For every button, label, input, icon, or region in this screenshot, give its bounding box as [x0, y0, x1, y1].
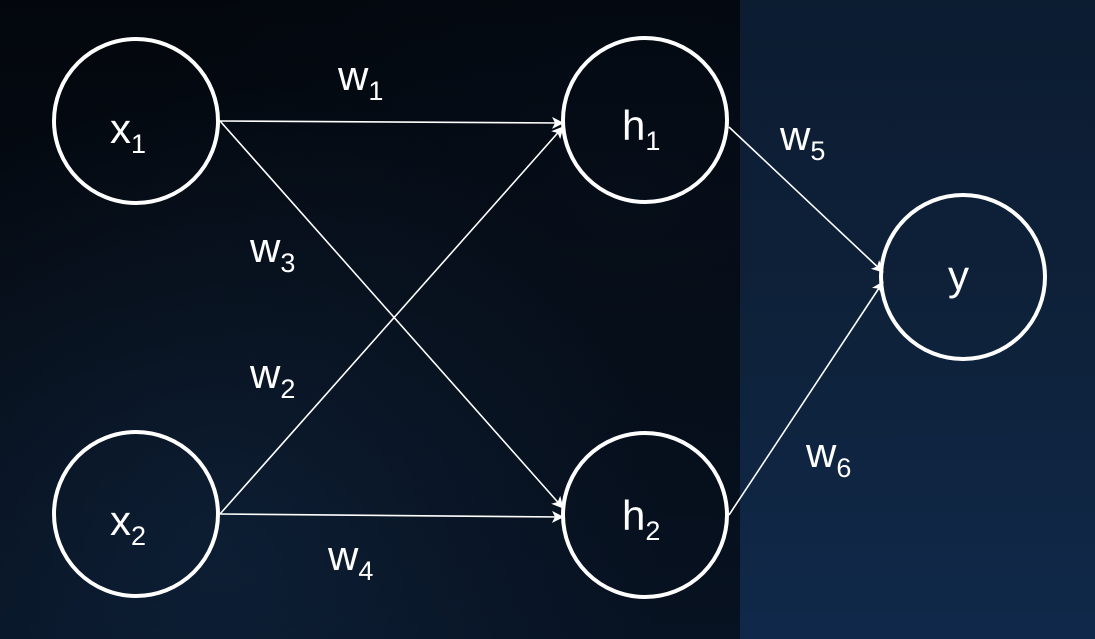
node-x1: [52, 37, 220, 205]
node-label-x2: x2: [110, 497, 146, 551]
edge-w3: [219, 120, 564, 509]
edge-w5: [728, 126, 884, 273]
edge-w6: [728, 281, 884, 516]
edge-w4: [219, 510, 564, 523]
weight-label-w2: w2: [249, 350, 295, 404]
weight-label-w6: w6: [805, 429, 851, 483]
weight-label-w1: w1: [337, 52, 383, 106]
nodes: [52, 36, 1047, 599]
weight-label-w5: w5: [779, 112, 825, 166]
node-h2: [561, 431, 729, 599]
edges: [219, 116, 884, 523]
edge-w1: [219, 116, 564, 129]
node-label-x1: x1: [110, 105, 146, 159]
edge-w2: [219, 126, 564, 515]
node-y: [879, 193, 1047, 361]
weight-label-w4: w4: [327, 532, 373, 586]
node-label-h2: h2: [622, 492, 660, 546]
node-label-y: y: [948, 252, 969, 299]
background-left-panel: [0, 0, 740, 639]
node-x2: [52, 430, 220, 598]
background-right-panel: [740, 0, 1095, 639]
node-label-h1: h1: [622, 102, 660, 156]
weight-label-w3: w3: [249, 224, 295, 278]
node-h1: [561, 36, 729, 204]
